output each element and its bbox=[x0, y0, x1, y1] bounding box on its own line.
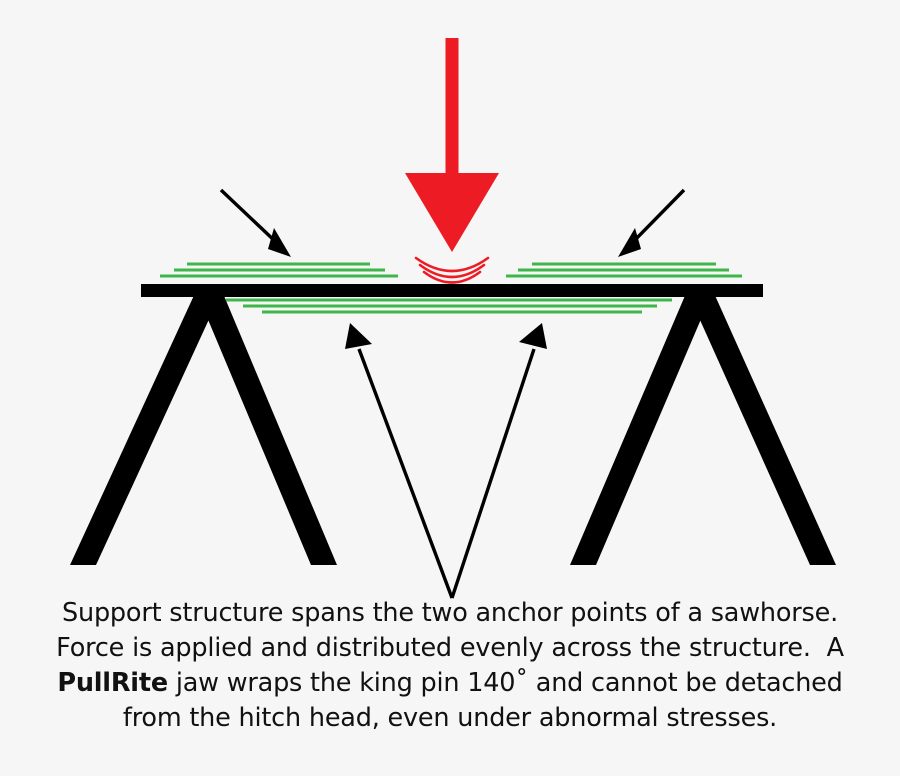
support-beam bbox=[141, 284, 763, 297]
right-sawhorse-leg-outer bbox=[687, 291, 836, 565]
pointer-head bbox=[618, 228, 641, 257]
caption-line-2: Force is applied and distributed evenly … bbox=[56, 633, 844, 663]
pointer-shaft bbox=[450, 348, 536, 599]
green-lines-below-beam bbox=[226, 298, 672, 314]
bottom-left-pointer-arrow-icon bbox=[345, 323, 454, 599]
left-sawhorse-leg-outer bbox=[70, 291, 222, 565]
pointer-shaft bbox=[219, 188, 279, 245]
force-arrow-head bbox=[405, 173, 499, 252]
top-right-pointer-arrow-icon bbox=[618, 188, 686, 257]
caption-line-4: from the hitch head, even under abnormal… bbox=[122, 703, 778, 733]
pointer-shaft bbox=[357, 348, 454, 599]
brand-name: PullRite bbox=[57, 668, 168, 698]
ripple-arc bbox=[422, 270, 482, 284]
caption-line-1: Support structure spans the two anchor p… bbox=[62, 598, 838, 628]
bottom-right-pointer-arrow-icon bbox=[450, 323, 547, 599]
ripple-arc bbox=[418, 263, 486, 279]
impact-ripples-icon bbox=[414, 256, 490, 284]
top-left-pointer-arrow-icon bbox=[219, 188, 291, 257]
pointer-shaft bbox=[630, 188, 686, 245]
ripple-arc bbox=[414, 256, 490, 273]
force-arrow-icon bbox=[405, 38, 499, 252]
pointer-head bbox=[268, 228, 291, 257]
caption-line-3: PullRite jaw wraps the king pin 140˚ and… bbox=[0, 666, 900, 701]
pointer-head bbox=[345, 323, 372, 349]
right-sawhorse-legs bbox=[570, 291, 836, 565]
green-lines-above-left bbox=[160, 262, 398, 278]
left-sawhorse-legs bbox=[70, 291, 337, 565]
caption-line-3-rest: jaw wraps the king pin 140˚ and cannot b… bbox=[167, 668, 843, 698]
force-arrow-shaft bbox=[445, 38, 459, 175]
left-sawhorse-leg-inner bbox=[196, 291, 337, 565]
caption-block: Support structure spans the two anchor p… bbox=[0, 596, 900, 736]
green-lines-above-right bbox=[506, 262, 742, 278]
pointer-head bbox=[519, 323, 547, 349]
right-sawhorse-leg-inner bbox=[570, 291, 713, 565]
